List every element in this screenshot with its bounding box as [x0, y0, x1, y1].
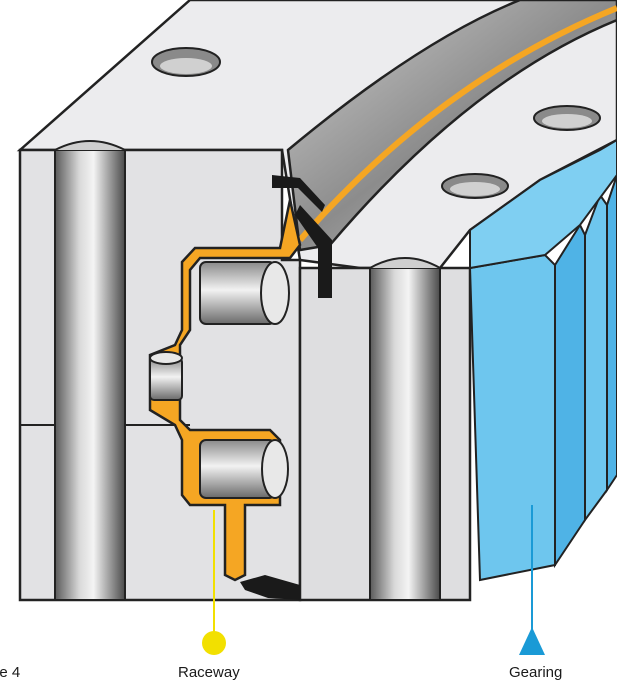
inner-bolt-bore: [369, 267, 441, 601]
raceway-callout-label: Raceway: [178, 664, 240, 681]
outer-bolt-bore: [54, 149, 126, 601]
seal-lower: [240, 575, 300, 600]
roller-upper: [199, 261, 290, 325]
seal-upper: [272, 175, 325, 212]
seal-upper-inner: [295, 205, 332, 298]
roller-lower: [199, 439, 289, 499]
raceway-groove-top: [286, 0, 617, 252]
figure-caption: ure 4: [0, 664, 21, 681]
yellow-circle-icon: [202, 631, 226, 655]
gearing-callout-label: Gearing: [509, 664, 563, 681]
gear-teeth: [468, 138, 617, 582]
blue-triangle-icon: [519, 627, 545, 655]
roller-radial: [149, 351, 183, 401]
